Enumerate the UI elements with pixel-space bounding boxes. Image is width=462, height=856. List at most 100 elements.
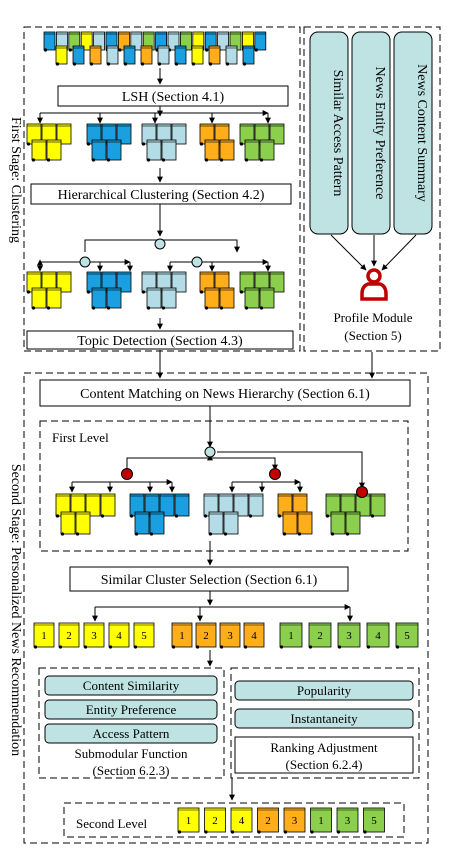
news-document	[89, 45, 102, 66]
news-document	[242, 45, 255, 66]
news-document	[46, 139, 62, 162]
first-stage-label: First Stage: Clustering	[8, 117, 23, 243]
news-document	[106, 45, 119, 66]
second-level-document: 3	[283, 807, 306, 834]
numbered-document: 2	[195, 622, 217, 649]
second-level-document: 2	[257, 807, 279, 834]
profile-stage-frame	[303, 26, 441, 352]
news-document	[100, 493, 116, 518]
news-document	[204, 139, 220, 162]
document-number: 3	[345, 815, 351, 827]
news-document	[219, 287, 235, 310]
submodular-item: Entity Preference	[44, 699, 218, 720]
document-number: 1	[179, 630, 185, 642]
news-document	[282, 511, 298, 536]
cluster-node	[79, 256, 91, 268]
ranking-section: (Section 6.2.4)	[286, 757, 363, 772]
profile-module-section: (Section 5)	[344, 328, 401, 343]
document-number: 3	[292, 815, 298, 827]
second-level-document: 1	[310, 807, 332, 834]
second-level-label: Second Level	[76, 816, 148, 831]
submodular-frame	[38, 667, 225, 779]
news-document	[55, 45, 68, 66]
news-document	[199, 123, 215, 146]
news-document	[223, 511, 239, 536]
svg-text:Access Pattern: Access Pattern	[93, 726, 170, 741]
news-document	[31, 287, 47, 310]
numbered-document: 3	[337, 622, 361, 649]
first-level-frame	[39, 420, 409, 552]
news-document	[46, 287, 62, 310]
second-level-frame	[63, 802, 405, 838]
second-level-document: 2	[204, 807, 226, 834]
news-document	[244, 139, 260, 162]
svg-text:Popularity: Popularity	[297, 683, 352, 698]
news-document	[161, 287, 177, 310]
second-stage-frame	[23, 372, 429, 844]
profile-module: Similar Access Pattern News Entity Prefer…	[309, 31, 433, 343]
numbered-document: 4	[366, 622, 390, 649]
similar-cluster-selection-box: Similar Cluster Selection (Section 6.1)	[69, 566, 349, 592]
news-document	[345, 511, 361, 536]
news-document	[191, 45, 204, 66]
first-stage-frame	[23, 26, 301, 352]
ranking-title-box	[234, 736, 414, 774]
second-stage-label: Second Stage: Personalized News Recommen…	[8, 464, 23, 756]
document-number: 5	[404, 630, 410, 642]
numbered-document: 1	[279, 622, 303, 649]
second-level-document: 4	[230, 807, 253, 834]
news-document	[174, 493, 190, 518]
document-number: 2	[212, 815, 218, 827]
cluster-node	[191, 256, 203, 268]
document-number: 4	[251, 630, 257, 642]
numbered-document: 3	[83, 622, 105, 649]
ranking-item: Popularity	[234, 680, 414, 701]
svg-text:Instantaneity: Instantaneity	[290, 711, 358, 726]
news-document	[248, 493, 264, 518]
document-number: 2	[317, 630, 323, 642]
matched-node	[269, 468, 281, 480]
news-document	[146, 139, 162, 162]
numbered-document: 1	[33, 622, 55, 649]
news-document	[106, 139, 122, 162]
cluster-node	[154, 238, 166, 250]
numbered-document: 2	[308, 622, 332, 649]
matched-node	[121, 468, 133, 480]
document-number: 3	[91, 630, 97, 642]
news-document	[225, 45, 238, 66]
news-document	[157, 45, 170, 66]
news-document	[116, 271, 132, 294]
document-number: 4	[116, 630, 122, 642]
profile-panel: Similar Access Pattern	[309, 31, 349, 235]
news-document	[219, 139, 235, 162]
news-document	[106, 287, 122, 310]
content-matching-box: Content Matching on News Hierarchy (Sect…	[39, 379, 411, 407]
second-level-document: 3	[336, 807, 359, 834]
document-number: 2	[203, 630, 209, 642]
news-document	[118, 31, 130, 52]
news-document	[75, 511, 91, 536]
ranking-item: Instantaneity	[234, 708, 414, 729]
numbered-document: 4	[243, 622, 265, 649]
document-number: 5	[141, 630, 147, 642]
profile-panel-label: News Entity Preference	[372, 67, 387, 200]
document-number: 1	[318, 815, 324, 827]
news-document	[208, 45, 221, 66]
lsh-box: LSH (Section 4.1)	[57, 85, 289, 107]
news-document	[129, 493, 145, 518]
numbered-document: 3	[219, 622, 241, 649]
news-document	[204, 287, 220, 310]
news-document	[91, 139, 107, 162]
ranking-title: Ranking Adjustment	[270, 740, 378, 755]
submodular-item: Content Similarity	[44, 675, 218, 696]
lsh-label: LSH (Section 4.1)	[122, 90, 225, 105]
submodular-title: Submodular Function	[74, 746, 188, 761]
news-document	[55, 493, 71, 518]
news-document	[161, 139, 177, 162]
profile-panel-label: Similar Access Pattern	[330, 70, 345, 197]
news-document	[91, 287, 107, 310]
svg-text:Entity Preference: Entity Preference	[86, 702, 177, 717]
numbered-document: 5	[133, 622, 155, 649]
